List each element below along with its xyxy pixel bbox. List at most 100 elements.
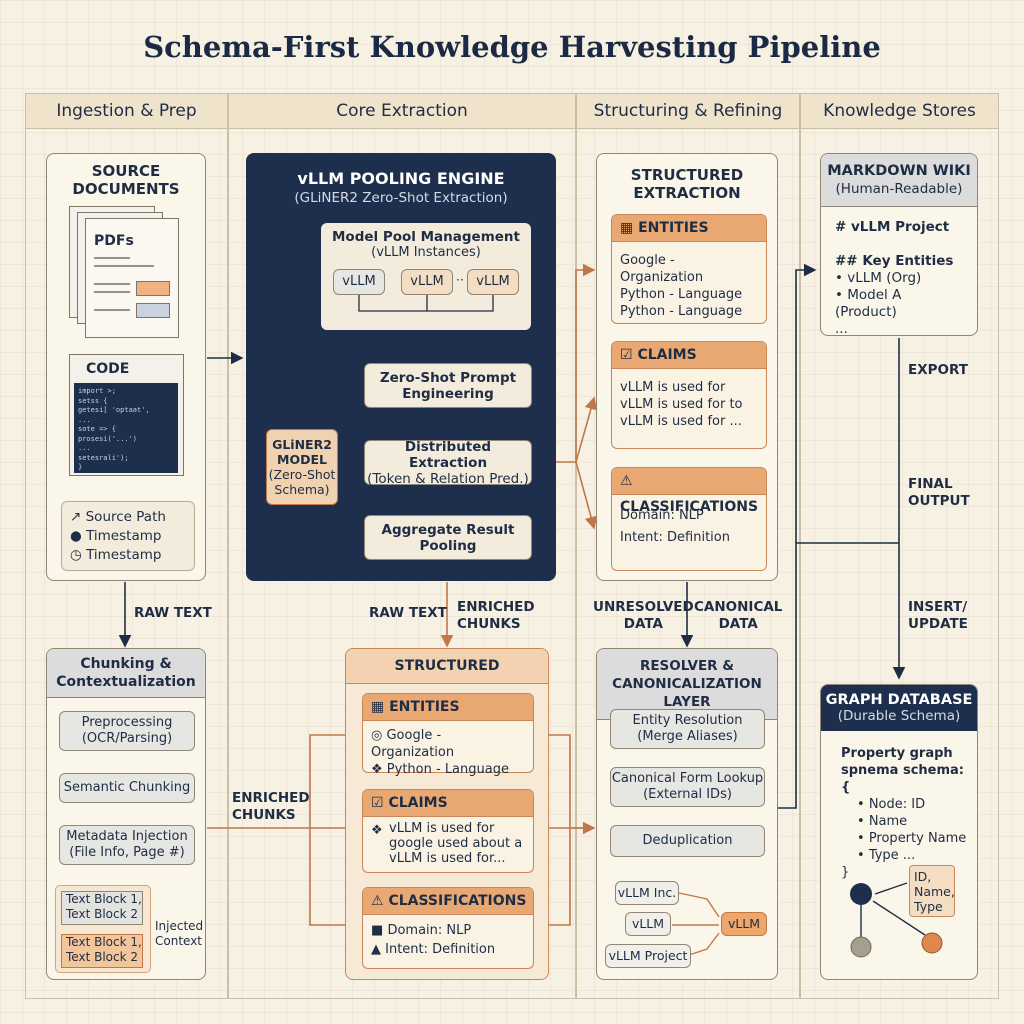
schema-line: Property graph [841,746,953,761]
source-title-line2: DOCUMENTS [72,180,180,198]
class-item: Intent: Definition [620,530,730,545]
label-line: Injected [155,919,204,933]
label-line: DATA [623,616,663,632]
export-label: EXPORT [908,362,968,378]
pool-bracket-lines [358,295,494,312]
entity-item: Google - Organization [371,728,455,760]
step-label: Preprocessing [81,715,173,730]
block-line: Text Block 2 [66,907,138,921]
grid-icon: ▦ [620,220,634,236]
graph-database-card: GRAPH DATABASE (Durable Schema) Property… [820,684,978,980]
claims-header: CLAIMS [637,347,697,363]
pdf-stack-icon: PDFs [69,206,179,341]
metadata-item: Timestamp [86,528,162,544]
enriched-chunks-label-1: ENRICHED CHUNKS [232,790,310,824]
path-arrow-icon: ↗ [70,509,82,525]
column-header-ingestion: Ingestion & Prep [25,93,228,129]
block-line: Text Block 1, [66,935,142,949]
label-line: ID, [914,869,932,884]
clock-icon: ◷ [70,547,82,563]
chunking-title-line1: Chunking & [80,656,172,672]
code-line: setesrali'); [78,453,129,462]
vllm-pooling-engine: vLLM POOLING ENGINE (GLiNER2 Zero-Shot E… [246,153,556,581]
gliner2-model-box: GLiNER2 MODEL (Zero-Shot Schema) [266,429,338,505]
aggregate-pooling-step: Aggregate Result Pooling [364,515,532,560]
column-header-structuring: Structuring & Refining [576,93,800,129]
source-documents-card: SOURCE DOCUMENTS PDFs CODE import >; set… [46,153,206,581]
title-line: STRUCTURED [630,166,744,184]
right-claims-box: ☑ CLAIMS vLLM is used for vLLM is used f… [611,341,767,449]
canonical-lookup-step: Canonical Form Lookup (External IDs) [610,767,765,807]
label-line: UNRESOLVED [593,599,694,615]
text-block-plain: Text Block 1, Text Block 2 [61,891,143,925]
step-sublabel: (File Info, Page #) [69,845,185,860]
code-line: } [78,463,83,471]
label-line: Context [155,934,203,948]
pdfs-label: PDFs [94,233,134,249]
step-sublabel: (Merge Aliases) [637,729,738,744]
wiki-subtitle: (Human-Readable) [835,181,963,197]
step-label: Semantic Chunking [63,780,191,795]
lane-ingestion [25,129,228,999]
label-line: CANONICAL [694,599,783,615]
step-label: Aggregate Result [381,521,515,538]
step-sublabel: (External IDs) [643,787,732,802]
pool-title: Model Pool Management [332,229,520,245]
gliner-line: MODEL [277,452,327,467]
canonical-data-label: CANONICAL DATA [694,599,782,633]
warning-icon: ⚠ [371,893,384,909]
grid-icon: ▦ [371,699,385,715]
right-entities-box: ▦ ENTITIES Google - Organization Python … [611,214,767,324]
claim-item: vLLM is used for... [389,851,506,866]
preprocessing-step: Preprocessing (OCR/Parsing) [59,711,195,751]
label-line: Name, [914,884,955,899]
step-label: Metadata Injection [66,829,188,844]
vllm-instance: vLLM [333,269,385,295]
column-header-core-extraction: Core Extraction [228,93,576,129]
mid-claims-box: ☑ CLAIMS ❖ vLLM is used for google used … [362,789,534,873]
globe-icon: ◎ [371,728,383,743]
code-document-icon: CODE import >; setss { getesi[ 'optaat',… [69,354,184,476]
final-output-label: FINAL OUTPUT [908,476,970,510]
engine-title: vLLM POOLING ENGINE [297,169,505,188]
schema-line: spnema schema: { [841,763,964,795]
raw-text-label-1: RAW TEXT [134,605,212,621]
step-label: Zero-Shot Prompt [379,369,517,386]
step-label: Engineering [402,385,494,402]
wiki-more: ... [835,321,848,337]
entity-item: Python - Language [620,287,743,302]
distributed-extraction-step: Distributed Extraction (Token & Relation… [364,438,532,487]
entities-header: ENTITIES [389,699,460,715]
code-line: prosesi('...') [78,434,138,443]
graph-subtitle: (Durable Schema) [837,708,961,724]
code-line: ... [78,415,91,424]
label-line: ENRICHED [457,599,535,615]
label-line: Type [914,899,943,914]
entity-resolution-step: Entity Resolution (Merge Aliases) [610,709,765,749]
schema-item: Property Name [868,831,967,846]
step-label: Distributed Extraction [404,438,492,471]
metadata-item: Timestamp [86,547,162,563]
lane-core-extraction [228,129,576,999]
claims-header: CLAIMS [388,795,448,811]
block-line: Text Block 2 [66,950,138,964]
step-sublabel: (OCR/Parsing) [81,731,173,746]
python-icon: ❖ [371,762,383,777]
source-title-line1: SOURCE [91,162,161,180]
text-block-injected: Text Block 1, Text Block 2 [61,934,143,968]
vllm-instance: vLLM [401,269,453,295]
deduplication-step: Deduplication [610,825,765,857]
label-line: ENRICHED [232,790,310,806]
wiki-item: Model A (Product) [835,287,902,320]
code-line: import >; [78,387,116,395]
alias-pill: vLLM [625,912,671,936]
graph-node [850,936,872,958]
schema-item: Node: ID [868,797,926,812]
engine-subtitle: (GLiNER2 Zero-Shot Extraction) [294,190,508,206]
label-line: CHUNKS [232,807,296,823]
wiki-heading: # vLLM Project [835,219,950,235]
wiki-title: MARKDOWN WIKI [827,163,971,179]
square-icon: ■ [371,923,384,938]
label-line: DATA [718,616,758,632]
raw-text-label-2: RAW TEXT [369,605,447,621]
